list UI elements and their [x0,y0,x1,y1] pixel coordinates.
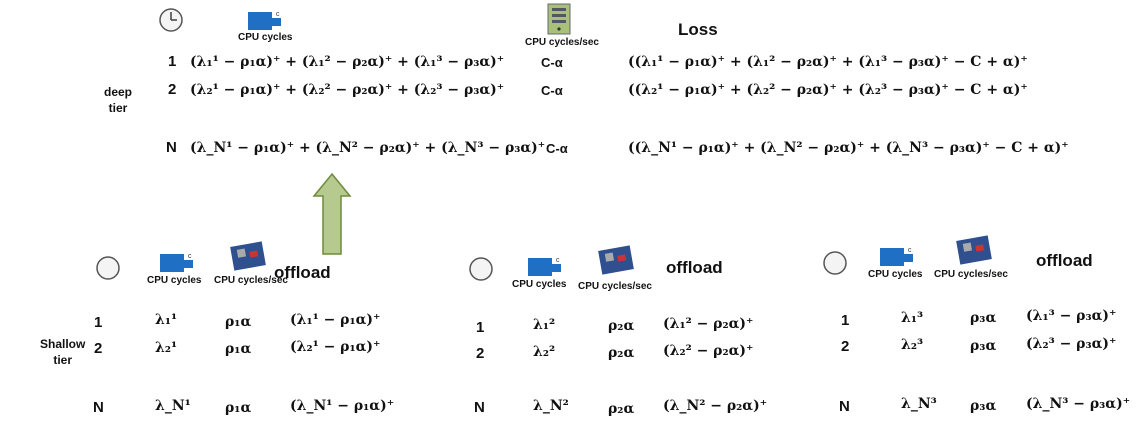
up-arrow-icon [312,172,352,255]
clock-icon [159,8,183,32]
offload-label: offload [666,258,723,277]
shallow-row-index: 2 [94,340,103,357]
shallow-row-index: N [474,399,485,416]
deep-row-capacity: C-α [546,141,568,156]
shallow-row-index: 1 [841,312,850,329]
deep-row-capacity: C-α [541,55,563,70]
shallow-row-rho: ρ₁α [225,400,252,416]
shallow-row-rho: ρ₃α [970,398,997,414]
shallow-row-rho: ρ₂α [608,345,635,361]
shallow-row-output: (λ₁³ − ρ₃α)⁺ [1026,308,1117,324]
shallow-row-rho: ρ₂α [608,401,635,417]
cpu-cycles-label: CPU cycles [512,279,567,290]
shallow-row-lambda: λ₁³ [901,310,924,326]
shallow-row-index: N [839,398,850,415]
deep-row-sum: (λ₁¹ − ρ₁α)⁺ + (λ₁² − ρ₂α)⁺ + (λ₁³ − ρ₃α… [190,54,505,70]
shallow-row-lambda: λ_N³ [901,396,937,412]
queue-icon: c [160,253,193,272]
shallow-row-output: (λ_N² − ρ₂α)⁺ [663,398,768,414]
shallow-row-rho: ρ₂α [608,318,635,334]
board-icon [230,241,266,271]
shallow-row-lambda: λ_N¹ [155,398,191,414]
shallow-row-output: (λ_N¹ − ρ₁α)⁺ [290,398,395,414]
shallow-row-output: (λ₂³ − ρ₃α)⁺ [1026,336,1117,352]
shallow-row-index: 2 [841,338,850,355]
deep-row-capacity: C-α [541,83,563,98]
deep-cpu-cycles-label: CPU cycles [238,32,293,43]
server-icon [547,3,571,35]
shallow-row-output: (λ₂² − ρ₂α)⁺ [663,343,754,359]
deep-tier-label: deep tier [104,85,133,115]
svg-text:c: c [276,11,280,18]
cpu-cycles-label: CPU cycles [147,275,202,286]
shallow-row-output: (λ₂¹ − ρ₁α)⁺ [290,339,381,355]
shallow-row-lambda: λ₂³ [901,337,924,353]
shallow-row-output: (λ_N³ − ρ₃α)⁺ [1026,396,1131,412]
deep-cpu-cycles-sec-label: CPU cycles/sec [525,37,599,48]
shallow-tier-label: Shallow tier [40,337,86,367]
board-icon [956,235,992,265]
deep-row-sum: (λ₂¹ − ρ₁α)⁺ + (λ₂² − ρ₂α)⁺ + (λ₂³ − ρ₃α… [190,82,505,98]
loss-heading: Loss [678,20,718,39]
deep-row-index: 2 [168,81,177,98]
cpu-cycles-sec-label: CPU cycles/sec [214,275,288,286]
shallow-row-output: (λ₁¹ − ρ₁α)⁺ [290,312,381,328]
shallow-row-lambda: λ_N² [533,398,569,414]
queue-icon: c [880,247,913,266]
deep-row-sum: (λ_N¹ − ρ₁α)⁺ + (λ_N² − ρ₂α)⁺ + (λ_N³ − … [190,140,546,156]
shallow-row-index: 1 [476,319,485,336]
shallow-row-index: 2 [476,345,485,362]
svg-text:c: c [556,257,560,264]
deep-row-loss: ((λ_N¹ − ρ₁α)⁺ + (λ_N² − ρ₂α)⁺ + (λ_N³ −… [628,140,1069,156]
shallow-row-index: 1 [94,314,103,331]
queue-icon: c [248,11,281,30]
board-icon [598,245,634,275]
offload-label: offload [274,263,331,282]
clock-icon [823,251,847,275]
shallow-row-rho: ρ₁α [225,341,252,357]
deep-row-loss: ((λ₂¹ − ρ₁α)⁺ + (λ₂² − ρ₂α)⁺ + (λ₂³ − ρ₃… [628,82,1028,98]
shallow-row-output: (λ₁² − ρ₂α)⁺ [663,316,754,332]
deep-row-loss: ((λ₁¹ − ρ₁α)⁺ + (λ₁² − ρ₂α)⁺ + (λ₁³ − ρ₃… [628,54,1028,70]
clock-icon [469,257,493,281]
clock-icon [96,256,120,280]
deep-row-index: 1 [168,53,177,70]
svg-text:c: c [188,253,192,260]
shallow-row-index: N [93,399,104,416]
svg-text:c: c [908,247,912,254]
shallow-row-lambda: λ₁² [533,317,556,333]
queue-icon: c [528,257,561,276]
shallow-row-rho: ρ₃α [970,338,997,354]
shallow-row-rho: ρ₃α [970,310,997,326]
offload-label: offload [1036,251,1093,270]
cpu-cycles-label: CPU cycles [868,269,923,280]
deep-row-index: N [166,139,177,156]
shallow-row-lambda: λ₁¹ [155,312,178,328]
cpu-cycles-sec-label: CPU cycles/sec [934,269,1008,280]
cpu-cycles-sec-label: CPU cycles/sec [578,281,652,292]
shallow-row-lambda: λ₂² [533,344,556,360]
shallow-row-rho: ρ₁α [225,314,252,330]
shallow-row-lambda: λ₂¹ [155,340,178,356]
